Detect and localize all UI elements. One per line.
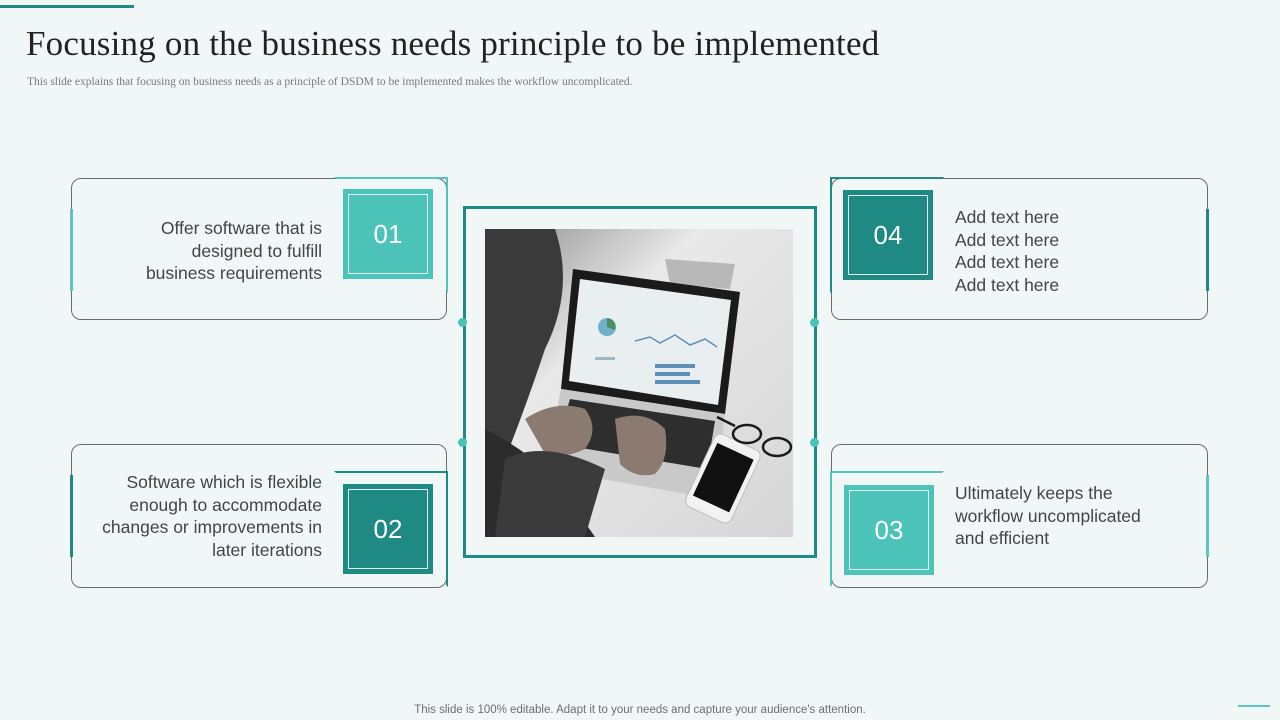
card-accent-bar: [1206, 209, 1209, 291]
card-text-line: business requirements: [145, 263, 322, 283]
top-accent-bar: [0, 5, 134, 8]
card-accent-bar: [70, 209, 73, 291]
card-accent-bar: [70, 475, 73, 557]
connector-dot: [810, 318, 819, 327]
card-01-text: Offer software that is designed to fulfi…: [146, 217, 322, 285]
card-text-line: changes or improvements in: [102, 517, 322, 537]
laptop-photo: [485, 229, 793, 537]
number-badge-04: 04: [843, 190, 933, 280]
card-text-line: Software which is flexible: [126, 472, 323, 492]
number-badge-03: 03: [844, 485, 934, 575]
page-subtitle: This slide explains that focusing on bus…: [27, 76, 633, 88]
connector-dot: [458, 318, 467, 327]
laptop-photo-icon: [485, 229, 793, 537]
card-text-line: Add text here: [955, 252, 1060, 272]
connector-dot: [810, 438, 819, 447]
card-text-line: Add text here: [955, 207, 1060, 227]
card-text-line: Add text here: [955, 274, 1060, 295]
number-badge-01: 01: [343, 189, 433, 279]
card-text-line: Ultimately keeps the: [955, 483, 1113, 503]
number-frame: [334, 471, 448, 587]
card-text-line: designed to fulfill: [191, 240, 322, 261]
card-text-line: enough to accommodate: [129, 494, 322, 515]
card-02-text: Software which is flexible enough to acc…: [102, 471, 322, 561]
card-04-text: Add text here Add text here Add text her…: [955, 206, 1059, 296]
page-title: Focusing on the business needs principle…: [26, 24, 880, 63]
card-text-line: Offer software that is: [160, 218, 322, 238]
card-text-line: Add text here: [955, 229, 1060, 250]
connector-dot: [458, 438, 467, 447]
card-03: 03 Ultimately keeps the workflow uncompl…: [830, 444, 1209, 588]
number-frame: [830, 177, 944, 293]
number-badge-02: 02: [343, 484, 433, 574]
card-text-line: workflow uncomplicated: [955, 505, 1141, 526]
card-02: Software which is flexible enough to acc…: [70, 444, 448, 588]
footer-note: This slide is 100% editable. Adapt it to…: [414, 704, 866, 716]
card-01: Offer software that is designed to fulfi…: [70, 177, 448, 320]
card-text-line: later iterations: [212, 539, 322, 560]
number-frame: [334, 177, 448, 293]
card-accent-bar: [1206, 475, 1209, 557]
card-03-text: Ultimately keeps the workflow uncomplica…: [955, 482, 1141, 550]
bottom-accent-bar: [1238, 705, 1270, 707]
card-04: 04 Add text here Add text here Add text …: [830, 177, 1209, 320]
number-frame: [830, 471, 944, 587]
card-text-line: and efficient: [955, 528, 1050, 548]
